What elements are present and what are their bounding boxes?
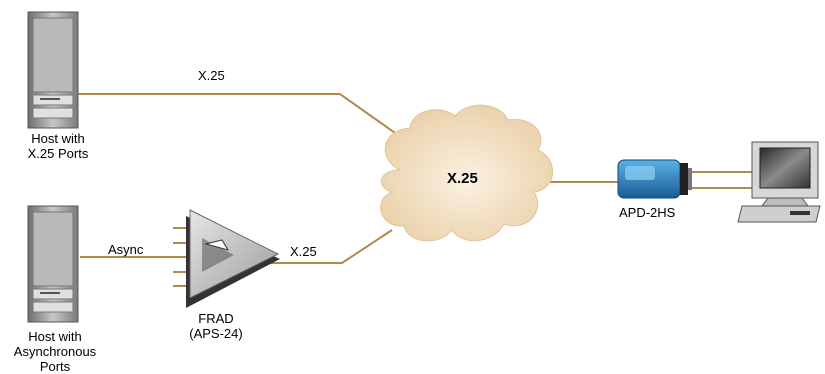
adapter-label: APD-2HS xyxy=(619,205,676,220)
host-server-1 xyxy=(27,11,79,129)
host2-label-line2: Asynchronous xyxy=(13,344,97,359)
frad-label-line1: FRAD xyxy=(198,311,234,326)
connection-lines xyxy=(78,93,752,264)
frad-label: FRAD (APS-24) xyxy=(176,311,256,341)
host-server-2 xyxy=(27,205,79,323)
link-async-label: Async xyxy=(108,242,144,257)
frad-label-line2: (APS-24) xyxy=(189,326,243,341)
apd-2hs-adapter xyxy=(617,159,692,199)
pc-computer xyxy=(737,141,821,223)
host2-label-line3: Ports xyxy=(39,359,71,374)
x25-cloud xyxy=(380,104,554,242)
host2-label: Host with Asynchronous Ports xyxy=(5,329,105,374)
host1-label-line1: Host with xyxy=(31,131,85,146)
link-host1-to-cloud xyxy=(78,93,406,141)
host1-label-line2: X.25 Ports xyxy=(27,146,89,161)
host1-label: Host with X.25 Ports xyxy=(18,131,98,161)
cloud-label: X.25 xyxy=(447,170,478,187)
host2-label-line1: Host with xyxy=(28,329,82,344)
link-top-label: X.25 xyxy=(198,68,225,83)
frad-device xyxy=(173,209,280,308)
link-frad-to-cloud xyxy=(262,229,393,264)
link-frad-label: X.25 xyxy=(290,244,317,259)
